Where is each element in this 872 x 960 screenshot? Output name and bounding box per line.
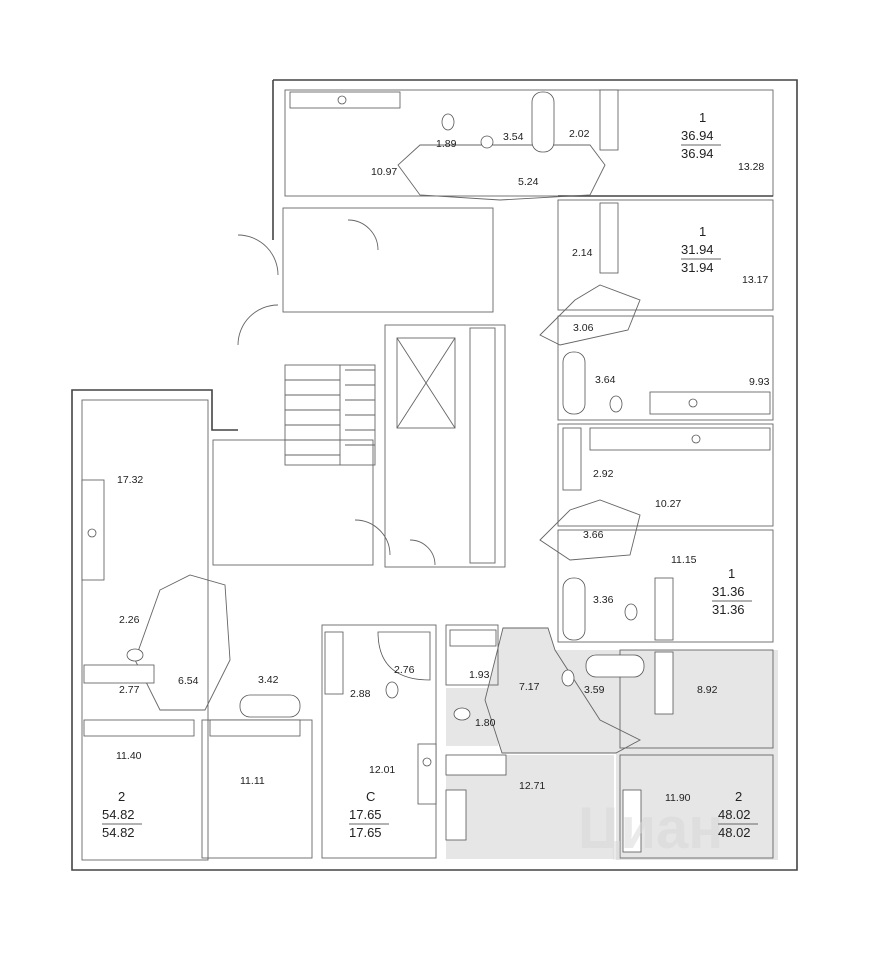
room-area-label: 3.64 [595, 374, 616, 386]
room-labels: 10.97 1.89 3.54 2.02 5.24 13.28 2.14 13.… [116, 128, 770, 804]
apartment-summary: С 17.65 17.65 [349, 789, 389, 840]
apartment-summary: 1 31.94 31.94 [681, 224, 721, 275]
room-area-label: 12.71 [519, 780, 545, 792]
room-area-label: 11.40 [116, 750, 142, 762]
apartment-room-count: 1 [699, 224, 706, 239]
bathroom-fixtures [126, 91, 645, 721]
room-area-label: 13.17 [742, 274, 768, 286]
apartment-total-area: 36.94 [681, 128, 714, 143]
room-area-label: 1.89 [436, 138, 457, 150]
room-area-label: 3.59 [584, 684, 605, 696]
kitchen-fixtures [81, 91, 771, 841]
apartment-room-count: 1 [728, 566, 735, 581]
room-area-label: 17.32 [117, 474, 143, 486]
room-area-label: 2.26 [119, 614, 140, 626]
apartment-summary: 1 31.36 31.36 [712, 566, 752, 617]
room-area-label: 3.54 [503, 131, 524, 143]
outer-walls [71, 79, 798, 871]
apartment-summaries: 1 36.94 36.94 1 31.94 31.94 1 31.36 31.3… [102, 110, 758, 840]
room-area-label: 3.36 [593, 594, 614, 606]
apartment-total-area: 54.82 [102, 807, 135, 822]
apartment-room-count: 2 [118, 789, 125, 804]
room-area-label: 3.66 [583, 529, 604, 541]
stair-elevator-core [212, 207, 506, 568]
room-area-label: 3.42 [258, 674, 279, 686]
apartment-summary: 2 54.82 54.82 [102, 789, 142, 840]
apartment-room-count: 2 [735, 789, 742, 804]
room-area-label: 3.06 [573, 322, 594, 334]
apartment-living-area: 36.94 [681, 146, 714, 161]
room-area-label: 2.14 [572, 247, 593, 259]
room-area-label: 11.11 [240, 775, 265, 787]
apartment-room-count: С [366, 789, 375, 804]
apartment-living-area: 54.82 [102, 825, 135, 840]
room-area-label: 2.92 [593, 468, 614, 480]
room-area-label: 12.01 [369, 764, 395, 776]
apartment-living-area: 17.65 [349, 825, 382, 840]
room-area-label: 11.15 [671, 554, 697, 566]
apartment-summary: 1 36.94 36.94 [681, 110, 721, 161]
watermark: Циан [578, 796, 723, 861]
stairs [284, 364, 376, 466]
room-area-label: 2.88 [350, 688, 371, 700]
room-area-label: 2.76 [394, 664, 415, 676]
room-area-label: 9.93 [749, 376, 770, 388]
apartment-room-count: 1 [699, 110, 706, 125]
apartment-total-area: 17.65 [349, 807, 382, 822]
room-area-label: 8.92 [697, 684, 718, 696]
apartment-living-area: 31.36 [712, 602, 745, 617]
room-area-label: 10.27 [655, 498, 681, 510]
room-area-label: 2.02 [569, 128, 590, 140]
apartment-living-area: 31.94 [681, 260, 714, 275]
room-area-label: 10.97 [371, 166, 397, 178]
apartment-summary: 2 48.02 48.02 [718, 789, 758, 840]
apartment-total-area: 31.36 [712, 584, 745, 599]
room-area-label: 7.17 [519, 681, 540, 693]
room-area-label: 1.93 [469, 669, 490, 681]
apartment-total-area: 31.94 [681, 242, 714, 257]
room-area-label: 5.24 [518, 176, 539, 188]
apartment-living-area: 48.02 [718, 825, 751, 840]
apartment-total-area: 48.02 [718, 807, 751, 822]
room-area-label: 6.54 [178, 675, 199, 687]
room-area-label: 11.90 [665, 792, 691, 804]
room-area-label: 13.28 [738, 161, 764, 173]
room-area-label: 1.80 [475, 717, 496, 729]
balconies [83, 89, 674, 853]
room-area-label: 2.77 [119, 684, 140, 696]
